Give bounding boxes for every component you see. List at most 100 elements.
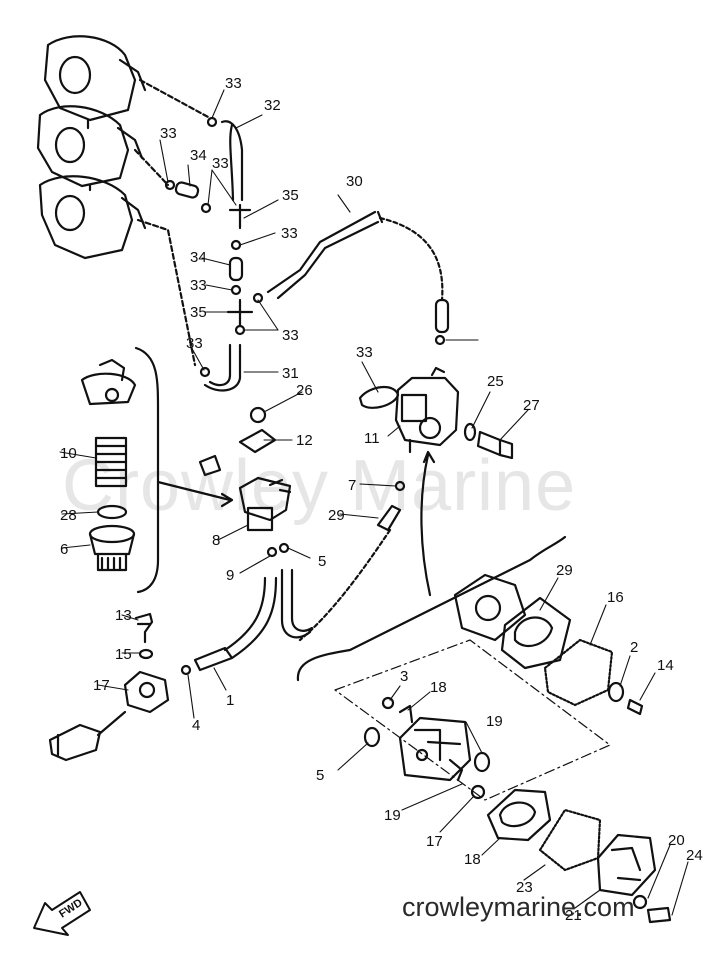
callout-32: 32 xyxy=(264,97,281,114)
connector-arrow xyxy=(96,710,127,737)
callout-31: 31 xyxy=(282,365,299,382)
diaphragm-13 xyxy=(543,638,614,707)
gasket-25 xyxy=(358,386,400,409)
filter-housing-top xyxy=(80,358,137,406)
callout-16: 16 xyxy=(607,589,624,606)
check-valve-18-upper xyxy=(381,696,395,710)
callout-3: 3 xyxy=(400,668,408,685)
callout-11: 11 xyxy=(364,430,380,447)
callout-4: 4 xyxy=(192,717,200,734)
fuel-pump-assembly xyxy=(394,366,460,454)
washer-24 xyxy=(632,894,648,910)
callout-33: 33 xyxy=(225,75,242,92)
callout-5: 5 xyxy=(316,767,324,784)
callout-2: 2 xyxy=(630,639,638,656)
callout-18: 18 xyxy=(464,851,481,868)
bolt-23 xyxy=(646,906,672,924)
callout-17: 17 xyxy=(93,677,110,694)
callout-24: 24 xyxy=(686,847,703,864)
screw-2 xyxy=(134,612,154,644)
callout-33: 33 xyxy=(281,225,298,242)
callout-19: 19 xyxy=(486,713,503,730)
hose-31 xyxy=(203,343,242,392)
bracket xyxy=(134,346,160,594)
callout-28: 28 xyxy=(60,507,77,524)
spring-17-upper xyxy=(398,704,414,724)
hose-carb-3 xyxy=(136,218,197,367)
site-url: crowleymarine.com xyxy=(402,892,635,922)
callout-21: 21 xyxy=(565,907,582,924)
washer-3 xyxy=(138,648,154,660)
fuel-filter-6 xyxy=(238,476,292,532)
fuel-connector xyxy=(48,723,102,762)
callout-34: 34 xyxy=(190,147,207,164)
callout-25: 25 xyxy=(487,373,504,390)
hose-carb-1 xyxy=(138,78,212,120)
hose-carb-2 xyxy=(133,148,170,187)
callout-9: 9 xyxy=(226,567,234,584)
callout-17: 17 xyxy=(426,833,443,850)
callout-34: 34 xyxy=(190,249,207,266)
hose-28 xyxy=(376,504,402,532)
hose-30 xyxy=(266,210,380,300)
hose-piece-34-upper xyxy=(174,181,200,199)
seal-19-right xyxy=(473,751,491,773)
callout-33: 33 xyxy=(212,155,229,172)
callout-8: 8 xyxy=(212,532,220,549)
callout-35: 35 xyxy=(190,304,207,321)
callout-13: 13 xyxy=(115,607,132,624)
callout-30: 30 xyxy=(346,173,363,190)
callout-33: 33 xyxy=(190,277,207,294)
tee-35-lower xyxy=(226,298,254,327)
callout-33: 33 xyxy=(160,125,177,142)
screw-15 xyxy=(626,698,644,716)
gasket-20 xyxy=(486,788,552,842)
diaphragm-21 xyxy=(538,808,602,872)
callout-12: 12 xyxy=(296,432,313,449)
pump-body xyxy=(398,716,472,782)
callout-18: 18 xyxy=(430,679,447,696)
pump-group-bracket xyxy=(296,535,567,682)
gasket-16 xyxy=(500,596,572,670)
callout-27: 27 xyxy=(523,397,540,414)
arrow-to-filter xyxy=(156,480,234,508)
tee-35-upper xyxy=(228,203,252,230)
check-valve-18-lower xyxy=(470,784,486,800)
hose-long xyxy=(298,528,392,642)
callout-6: 6 xyxy=(60,541,68,558)
callout-29: 29 xyxy=(556,562,573,579)
callout-23: 23 xyxy=(516,879,533,896)
callout-15: 15 xyxy=(115,646,132,663)
screw-left xyxy=(198,454,222,477)
hose-piece-33-right xyxy=(434,298,450,334)
spring-17-lower xyxy=(448,758,464,782)
callout-29: 29 xyxy=(328,507,345,524)
arrow-up-pump xyxy=(420,450,436,597)
filter-element-7 xyxy=(94,436,128,488)
callout-26: 26 xyxy=(296,382,313,399)
kit-outline xyxy=(334,639,611,801)
callout-33: 33 xyxy=(282,327,299,344)
hose-lower-pair xyxy=(223,568,314,660)
clips-33 xyxy=(164,116,446,378)
callout-19: 19 xyxy=(384,807,401,824)
part-14 xyxy=(607,681,625,703)
hose-to-pump xyxy=(378,216,444,302)
callout-10: 10 xyxy=(60,445,77,462)
pump-cover-22 xyxy=(596,833,657,897)
fwd-arrow-icon xyxy=(33,891,91,936)
filter-cup-9 xyxy=(88,524,136,572)
pump-cover-upper xyxy=(453,573,527,642)
seal-19-left xyxy=(363,726,381,748)
callout-35: 35 xyxy=(282,187,299,204)
nut-11 xyxy=(249,406,267,424)
hose-piece-34-lower xyxy=(228,256,244,282)
hose-32 xyxy=(220,120,244,202)
watermark-text: Crowley Marine xyxy=(62,446,576,526)
callout-33: 33 xyxy=(186,335,203,352)
callout-14: 14 xyxy=(657,657,674,674)
callout-5: 5 xyxy=(318,553,326,570)
